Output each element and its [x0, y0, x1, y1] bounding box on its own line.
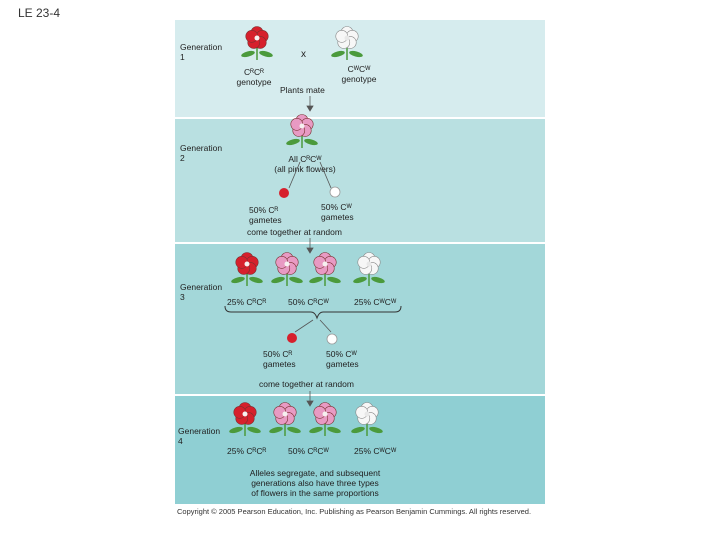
gen3-white-gamete	[327, 334, 337, 344]
gen3-pink-flower-1-icon	[271, 253, 304, 287]
gen4-white-flower-icon	[351, 403, 384, 437]
arrow-gen3-red-gamete	[295, 320, 313, 332]
gen2-white-gamete	[330, 187, 340, 197]
gen2-red-gamete	[279, 188, 289, 198]
arrow-gen3-white-gamete	[320, 320, 331, 332]
gen3-white-flower-icon	[353, 253, 386, 287]
gen1-red-flower-icon	[241, 27, 274, 61]
gen3-pink-flower-2-icon	[309, 253, 342, 287]
diagram-graphics	[165, 16, 556, 522]
slide-title: LE 23-4	[18, 6, 60, 20]
arrow-to-white-gamete	[320, 162, 331, 188]
gen3-brace	[225, 306, 401, 318]
gen4-pink-flower-1-icon	[269, 403, 302, 437]
gen3-red-gamete	[287, 333, 297, 343]
gen4-pink-flower-2-icon	[309, 403, 342, 437]
gen4-red-flower-icon	[229, 403, 262, 437]
gen1-white-flower-icon	[331, 27, 364, 61]
gen2-pink-flower-icon	[286, 115, 319, 149]
gen3-red-flower-icon	[231, 253, 264, 287]
arrow-to-red-gamete	[289, 162, 300, 188]
